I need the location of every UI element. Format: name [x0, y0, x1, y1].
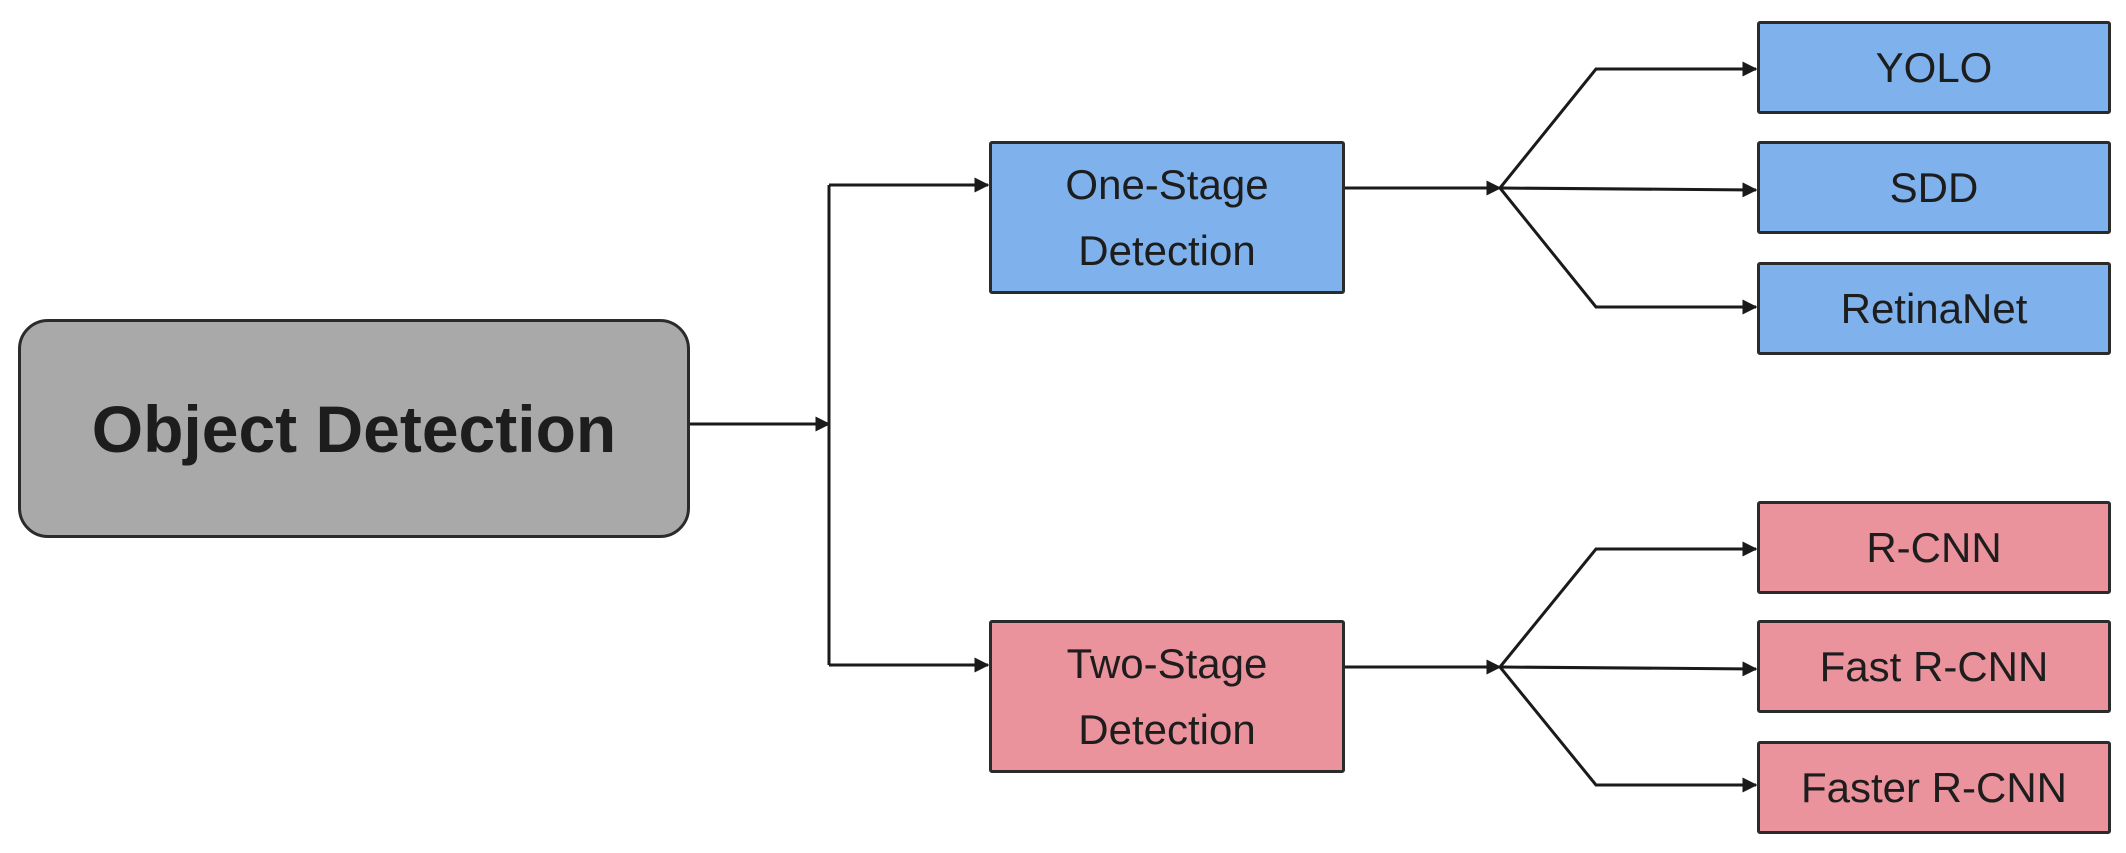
leaf-node-sdd: SDD [1757, 141, 2111, 234]
leaf-node-rcnn: R-CNN [1757, 501, 2111, 594]
two-stage-label-line1: Two-Stage [1066, 639, 1268, 687]
node-one-stage-detection: One-Stage Detection [989, 141, 1345, 294]
connector-sdd [1499, 182, 1758, 198]
leaf-label: Faster R-CNN [1800, 763, 2067, 811]
leaf-node-retinanet: RetinaNet [1757, 262, 2111, 355]
connector-faster-rcnn [1498, 666, 1758, 793]
leaf-label: SDD [1889, 163, 1979, 211]
leaf-node-faster-rcnn: Faster R-CNN [1757, 741, 2111, 834]
two-stage-label-line2: Detection [1078, 705, 1256, 753]
leaf-label: YOLO [1875, 43, 1993, 91]
leaf-label: RetinaNet [1840, 284, 2028, 332]
node-two-stage-detection: Two-Stage Detection [989, 620, 1345, 773]
connector-rcnn [1498, 541, 1758, 668]
one-stage-label-line1: One-Stage [1065, 160, 1269, 208]
leaf-label: R-CNN [1866, 523, 2002, 571]
one-stage-label-line2: Detection [1078, 226, 1256, 274]
leaf-label: Fast R-CNN [1819, 642, 2049, 690]
leaf-node-fast-rcnn: Fast R-CNN [1757, 620, 2111, 713]
connector-retinanet [1498, 187, 1758, 315]
root-node-object-detection: Object Detection [18, 319, 690, 538]
root-node-label: Object Detection [91, 391, 617, 466]
leaf-node-yolo: YOLO [1757, 21, 2111, 114]
connector-fast-rcnn [1499, 661, 1758, 677]
connector-yolo [1498, 61, 1758, 189]
